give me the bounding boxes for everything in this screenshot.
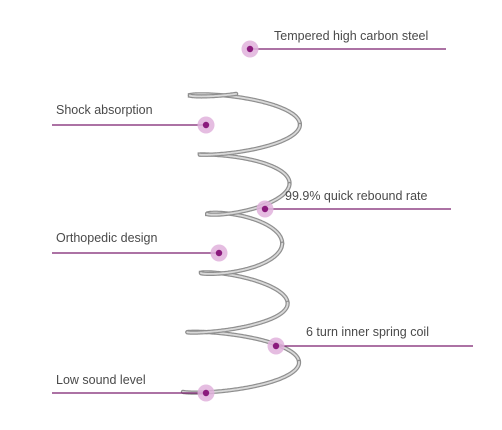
callout-label-low-sound-level: Low sound level: [56, 373, 146, 387]
callout-label-tempered-steel: Tempered high carbon steel: [274, 29, 429, 43]
marker-dot-orthopedic-design: [215, 249, 223, 257]
callout-label-shock-absorption: Shock absorption: [56, 103, 153, 117]
callout-label-inner-spring-coil: 6 turn inner spring coil: [306, 325, 429, 339]
coil-back-highlight-3: [200, 271, 289, 304]
callout-leader-lines: [52, 40, 473, 402]
coil-front-highlight-3: [200, 242, 284, 275]
marker-dot-inner-spring-coil: [272, 342, 280, 350]
coil-back-highlight-2: [206, 211, 284, 245]
callout-label-rebound-rate: 99.9% quick rebound rate: [285, 189, 428, 203]
coil-front-highlight-2: [206, 183, 291, 216]
callout-label-orthopedic-design: Orthopedic design: [56, 231, 158, 245]
marker-dot-rebound-rate: [261, 205, 269, 213]
coil-front-highlight-0: [189, 93, 238, 98]
marker-dot-tempered-steel: [246, 45, 254, 53]
marker-dot-shock-absorption: [202, 121, 210, 129]
coil-front-highlight-1: [198, 123, 301, 156]
marker-dot-low-sound-level: [202, 389, 210, 397]
coil-front-highlight-4: [186, 301, 289, 334]
